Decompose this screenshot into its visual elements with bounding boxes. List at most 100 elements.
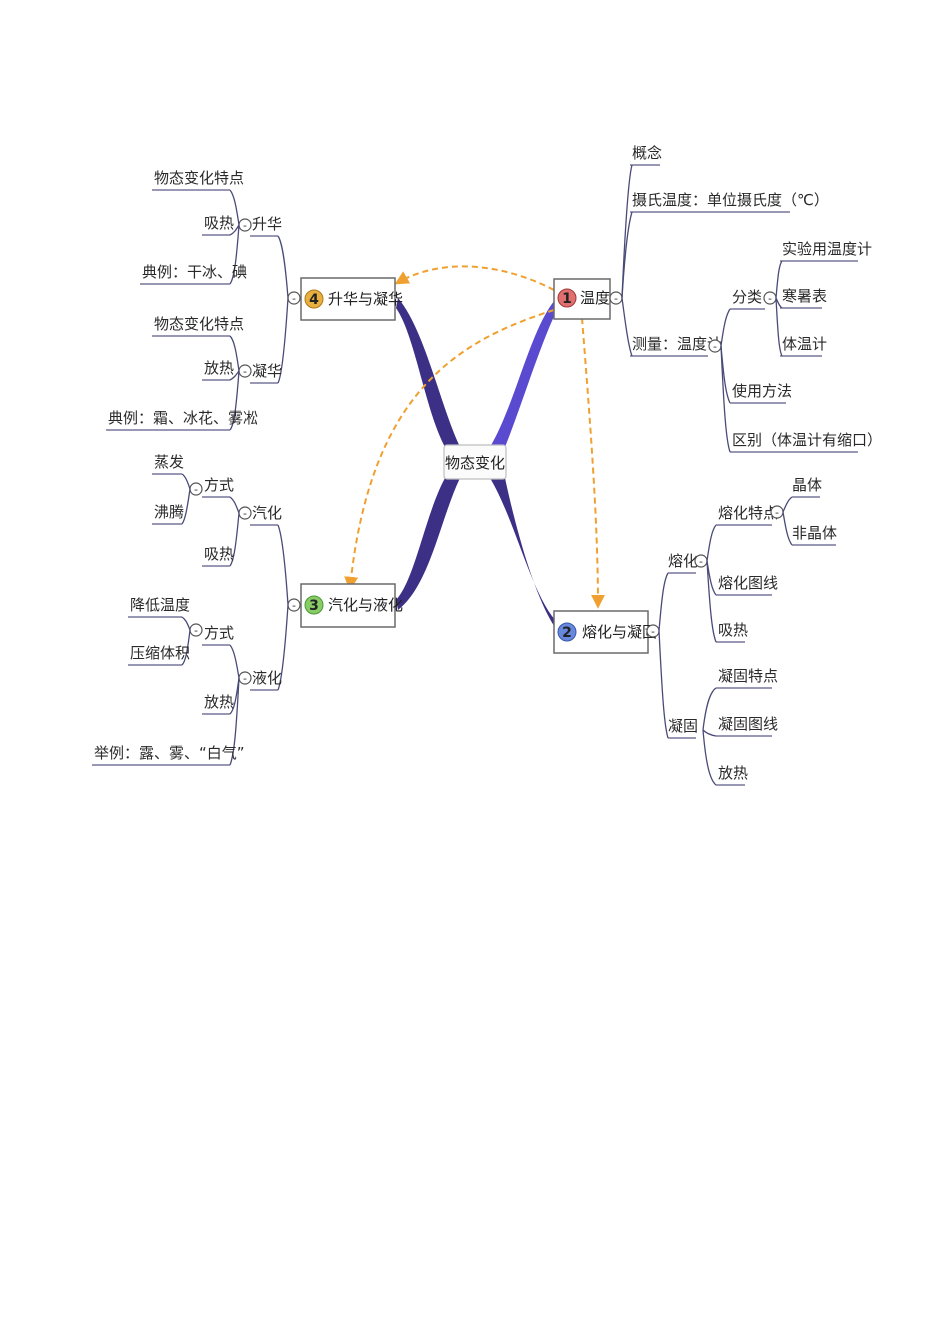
node-solid-features[interactable]: 凝固特点 <box>718 667 778 685</box>
svg-text:-: - <box>614 292 618 305</box>
measure-collapse[interactable]: - <box>708 339 722 353</box>
method2-collapse[interactable]: - <box>189 623 203 637</box>
melt-features-branches <box>782 496 836 546</box>
node-lower-temp[interactable]: 降低温度 <box>130 596 190 614</box>
vaporization-branches <box>250 524 289 691</box>
node-melt[interactable]: 熔化 <box>668 552 698 570</box>
node-classify[interactable]: 分类 <box>732 288 762 306</box>
node-vaporize[interactable]: 汽化 <box>252 504 282 522</box>
melting-collapse[interactable]: - <box>646 624 660 638</box>
node-sublime[interactable]: 升华 <box>252 215 282 233</box>
topic-melting[interactable]: 2 熔化与凝固 <box>553 610 657 654</box>
branch-center-melting <box>490 478 557 630</box>
branch-center-sublimation <box>396 298 460 447</box>
arrow-temp-to-melting <box>581 317 605 609</box>
node-difference[interactable]: 区别（体温计有缩口） <box>732 431 882 449</box>
node-liquefy[interactable]: 液化 <box>252 669 282 687</box>
sublimation-branches <box>250 235 289 384</box>
topic-vaporization-number: 3 <box>309 598 319 614</box>
number-badge-3-icon <box>304 595 324 615</box>
node-sub-examples[interactable]: 典例：干冰、碘 <box>142 263 247 281</box>
topic-vaporization-label: 汽化与液化 <box>328 596 403 614</box>
node-sub-absorb-heat[interactable]: 吸热 <box>204 214 234 232</box>
topic-melting-number: 2 <box>562 625 572 641</box>
arrow-temp-to-vaporization <box>344 309 555 591</box>
node-boiling[interactable]: 沸腾 <box>154 503 184 521</box>
topic-vaporization[interactable]: 3 汽化与液化 <box>300 583 403 628</box>
number-badge-1-icon <box>557 288 577 308</box>
node-solid-graph[interactable]: 凝固图线 <box>718 715 778 733</box>
node-melt-features[interactable]: 熔化特点 <box>718 504 778 522</box>
main-branches <box>396 298 557 630</box>
vaporization-collapse[interactable]: - <box>287 598 301 612</box>
node-dep-features[interactable]: 物态变化特点 <box>154 315 244 333</box>
liquefy-branches <box>92 644 240 766</box>
method-branches <box>152 473 191 525</box>
svg-text:-: - <box>292 292 296 305</box>
node-concept[interactable]: 概念 <box>632 144 662 162</box>
node-dep-examples[interactable]: 典例：霜、冰花、雾凇 <box>108 409 258 427</box>
svg-text:-: - <box>194 624 198 637</box>
deposit-collapse[interactable]: - <box>238 364 252 378</box>
temperature-branches <box>621 164 790 357</box>
sublime-branches <box>140 189 240 285</box>
center-box <box>443 444 507 480</box>
svg-text:-: - <box>775 506 779 519</box>
arrow-temp-to-sublimation <box>394 265 555 291</box>
svg-text:-: - <box>243 672 247 685</box>
node-usage[interactable]: 使用方法 <box>732 382 792 400</box>
center-node[interactable]: 物态变化 <box>443 444 507 480</box>
node-method[interactable]: 方式 <box>204 476 234 494</box>
classify-branches <box>775 260 858 357</box>
classify-collapse[interactable]: - <box>763 291 777 305</box>
solidify-branches <box>702 687 772 786</box>
node-compress[interactable]: 压缩体积 <box>130 644 190 662</box>
node-method2[interactable]: 方式 <box>204 624 234 642</box>
svg-text:-: - <box>243 365 247 378</box>
node-lab-thermometer[interactable]: 实验用温度计 <box>782 240 872 258</box>
topic-melting-label: 熔化与凝固 <box>582 623 657 641</box>
svg-text:-: - <box>713 340 717 353</box>
svg-text:-: - <box>243 507 247 520</box>
method-collapse[interactable]: - <box>189 482 203 496</box>
node-measure[interactable]: 测量：温度计 <box>632 335 722 353</box>
number-badge-4-icon <box>304 289 324 309</box>
node-celsius[interactable]: 摄氏温度：单位摄氏度（℃） <box>632 191 829 209</box>
node-sub-features[interactable]: 物态变化特点 <box>154 169 244 187</box>
sublimation-collapse[interactable]: - <box>287 291 301 305</box>
node-crystal[interactable]: 晶体 <box>792 476 822 494</box>
melt-features-collapse[interactable]: - <box>770 505 784 519</box>
temperature-collapse[interactable]: - <box>609 291 623 305</box>
melting-branches <box>658 572 696 739</box>
svg-text:-: - <box>651 625 655 638</box>
node-evaporation[interactable]: 蒸发 <box>154 453 184 471</box>
vaporize-branches <box>202 496 240 567</box>
svg-text:-: - <box>194 483 198 496</box>
center-label: 物态变化 <box>445 454 505 472</box>
node-absorb-heat[interactable]: 吸热 <box>718 621 748 639</box>
node-melt-graph[interactable]: 熔化图线 <box>718 574 778 592</box>
node-body-thermometer[interactable]: 体温计 <box>782 335 827 353</box>
topic-temperature-label: 温度 <box>580 289 610 307</box>
node-solidify[interactable]: 凝固 <box>668 717 698 735</box>
liquefy-collapse[interactable]: - <box>238 671 252 685</box>
vaporize-collapse[interactable]: - <box>238 506 252 520</box>
node-liq-release-heat[interactable]: 放热 <box>204 693 234 711</box>
node-vap-absorb-heat[interactable]: 吸热 <box>204 545 234 563</box>
melt-branches <box>706 524 772 643</box>
node-deposit[interactable]: 凝华 <box>252 362 282 380</box>
topic-temperature[interactable]: 1 温度 <box>553 278 611 320</box>
method2-branches <box>128 616 191 666</box>
node-release-heat[interactable]: 放热 <box>718 764 748 782</box>
node-dep-release-heat[interactable]: 放热 <box>204 359 234 377</box>
svg-text:-: - <box>292 599 296 612</box>
svg-text:-: - <box>768 292 772 305</box>
topic-sublimation[interactable]: 4 升华与凝华 <box>300 277 403 321</box>
svg-text:-: - <box>699 555 703 568</box>
melt-collapse[interactable]: - <box>694 554 708 568</box>
node-weather-thermometer[interactable]: 寒暑表 <box>782 287 827 305</box>
sublime-collapse[interactable]: - <box>238 218 252 232</box>
relationship-arrows <box>344 265 605 609</box>
node-noncrystal[interactable]: 非晶体 <box>792 524 837 542</box>
node-liq-examples[interactable]: 举例：露、雾、“白气” <box>94 744 245 762</box>
